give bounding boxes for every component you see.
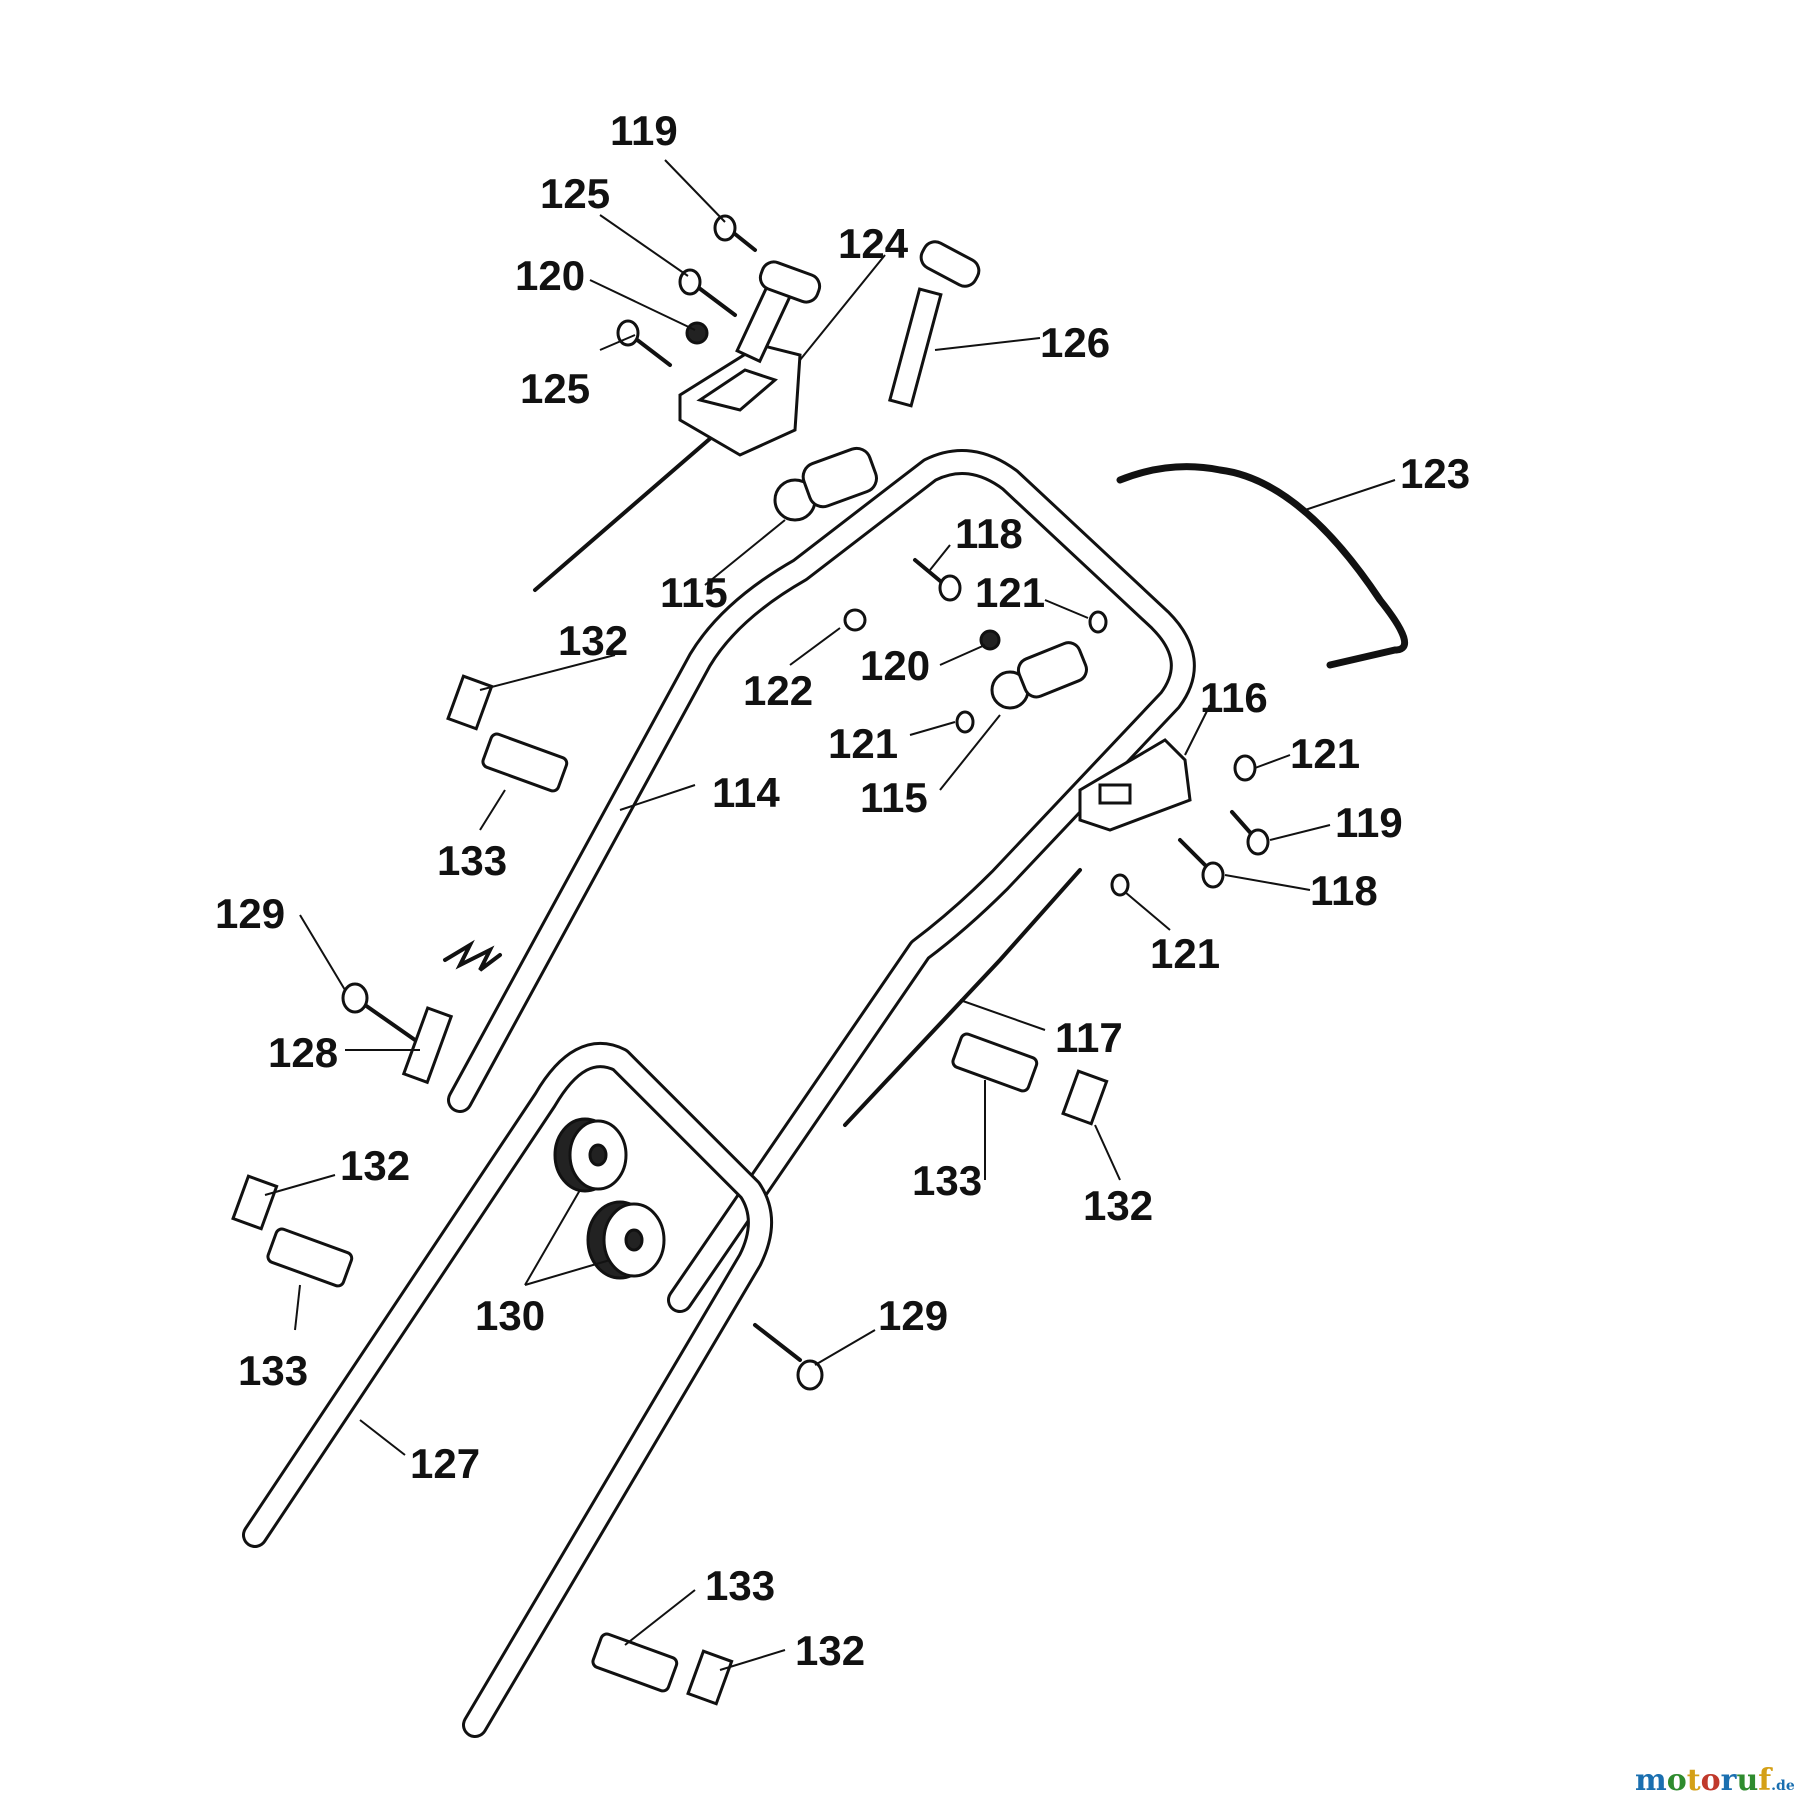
label-115: 115 — [860, 774, 928, 821]
motoruf-watermark: motoruf.de — [1635, 1763, 1794, 1798]
label-128: 128 — [268, 1029, 338, 1076]
label-132: 132 — [1083, 1182, 1153, 1229]
label-133: 133 — [705, 1562, 775, 1609]
label-118: 118 — [1310, 867, 1378, 914]
label-133: 133 — [437, 837, 507, 884]
label-129: 129 — [215, 890, 285, 937]
throttle-cable — [533, 428, 722, 592]
label-114: 114 — [712, 769, 780, 816]
bolts — [341, 214, 1270, 1391]
throttle-lever — [678, 260, 822, 457]
label-129: 129 — [878, 1292, 948, 1339]
clips — [231, 674, 1109, 1706]
label-133: 133 — [238, 1347, 308, 1394]
drive-lever-bar — [1116, 463, 1408, 669]
label-132: 132 — [795, 1627, 865, 1674]
label-125: 125 — [540, 170, 610, 217]
label-121: 121 — [828, 720, 898, 767]
clamp-upper — [773, 446, 878, 522]
throttle-knob — [888, 240, 981, 408]
label-117: 117 — [1055, 1014, 1123, 1061]
label-123: 123 — [1400, 450, 1470, 497]
label-119: 119 — [610, 107, 678, 154]
label-120: 120 — [515, 252, 585, 299]
end-caps — [266, 732, 1039, 1693]
wheel-set — [553, 1117, 666, 1280]
label-124: 124 — [838, 220, 909, 267]
lower-handle-tube — [242, 1042, 773, 1738]
label-115: 115 — [660, 569, 728, 616]
label-116: 116 — [1200, 674, 1268, 721]
label-132: 132 — [558, 617, 628, 664]
upper-handle-tube — [447, 449, 1196, 1313]
label-118: 118 — [955, 510, 1023, 557]
label-119: 119 — [1335, 799, 1403, 846]
part-labels: 119 125 124 120 126 125 123 118 115 121 … — [215, 107, 1470, 1674]
bowden-cable — [843, 868, 1082, 1127]
leader-lines — [264, 159, 1396, 1671]
label-122: 122 — [743, 667, 813, 714]
label-121: 121 — [1290, 730, 1360, 777]
label-126: 126 — [1040, 319, 1110, 366]
switch-box — [1078, 738, 1192, 832]
label-120: 120 — [860, 642, 930, 689]
label-127: 127 — [410, 1440, 480, 1487]
label-130: 130 — [475, 1292, 545, 1339]
label-132: 132 — [340, 1142, 410, 1189]
label-121: 121 — [975, 569, 1045, 616]
label-125: 125 — [520, 365, 590, 412]
label-133: 133 — [912, 1157, 982, 1204]
label-121: 121 — [1150, 930, 1220, 977]
clamp-lower — [990, 641, 1088, 710]
